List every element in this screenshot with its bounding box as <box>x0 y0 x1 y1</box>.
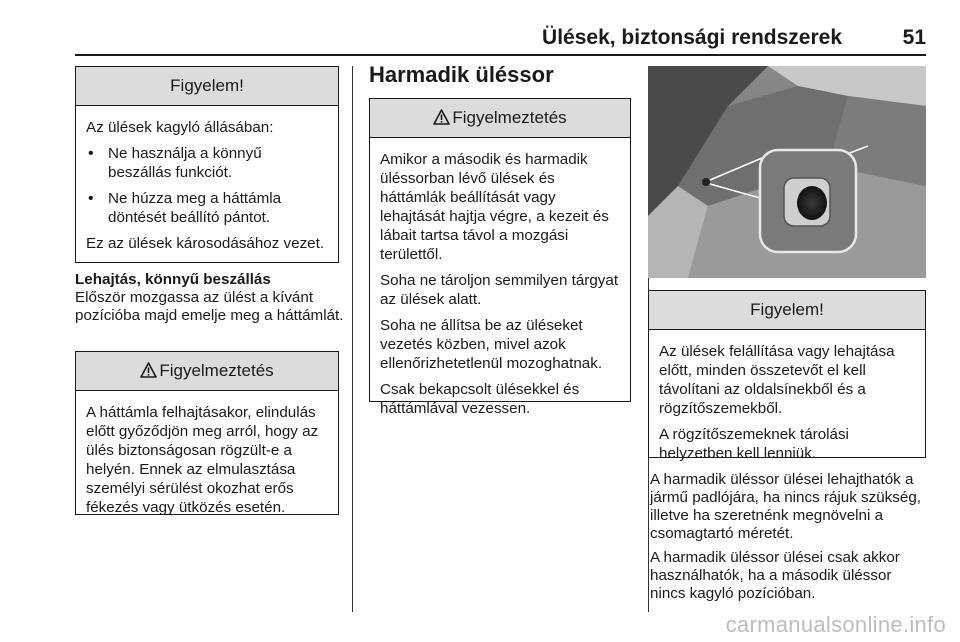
header-rule <box>75 54 926 56</box>
warning-heading: Figyelmeztetés <box>76 352 338 391</box>
easy-entry-section: Lehajtás, könnyű beszállás Először mozga… <box>75 271 347 325</box>
page-number: 51 <box>902 26 926 49</box>
notice-heading: Figyelem! <box>76 67 338 106</box>
warning-triangle-icon <box>433 109 451 125</box>
warning-box-backrest: Figyelmeztetés A háttámla felhajtásakor,… <box>75 351 339 516</box>
notice-bullet: Ne húzza meg a háttámla döntését beállít… <box>86 189 328 227</box>
warning-paragraph: Soha ne állítsa be az üléseket vezetés k… <box>380 317 603 372</box>
notice-outro: Ez az ülések károsodásához vezet. <box>86 235 325 252</box>
warning-heading-label: Figyelmeztetés <box>159 361 274 380</box>
subsection-heading: Lehajtás, könnyű beszállás <box>75 271 271 288</box>
section-title: Harmadik üléssor <box>369 62 554 87</box>
warning-heading: Figyelmeztetés <box>370 99 630 138</box>
warning-paragraph: Amikor a második és harmadik üléssorban … <box>380 151 609 263</box>
notice-box-seat-fold: Figyelem! Az ülések kagyló állásában: Ne… <box>75 66 339 263</box>
body-paragraph: Először mozgassa az ülést a kívánt pozíc… <box>75 289 344 324</box>
warning-paragraph: Soha ne tároljon semmilyen tárgyat az ül… <box>380 272 619 308</box>
column-divider-1 <box>352 66 353 612</box>
notice-heading: Figyelem! <box>649 291 925 330</box>
notice-bullet: Ne használja a könnyű beszállás funkciót… <box>86 144 328 182</box>
body-paragraph: A harmadik üléssor ülései lehajthatók a … <box>650 471 921 542</box>
trunk-illustration <box>648 66 926 278</box>
warning-heading-label: Figyelmeztetés <box>452 108 567 127</box>
warning-box-third-row: Figyelmeztetés Amikor a második és harma… <box>369 98 631 417</box>
third-row-text: A harmadik üléssor ülései lehajthatók a … <box>650 471 928 609</box>
notice-intro: Az ülések kagyló állásában: <box>86 119 274 136</box>
notice-paragraph: Az ülések felállítása vagy lehajtása elő… <box>659 343 895 417</box>
body-paragraph: A harmadik üléssor ülései csak akkor has… <box>650 549 900 602</box>
notice-box-rails: Figyelem! Az ülések felállítása vagy leh… <box>648 290 926 462</box>
trunk-interior-image <box>648 66 926 278</box>
warning-triangle-icon <box>140 362 158 378</box>
running-header-title: Ülések, biztonsági rendszerek <box>542 26 842 49</box>
warning-paragraph: Csak bekapcsolt ülésekkel és háttámlával… <box>380 381 580 417</box>
notice-paragraph: A rögzítőszemeknek tárolási helyzetben k… <box>659 426 849 462</box>
footer-watermark: carmanualsonline.info <box>725 612 946 637</box>
warning-text: A háttámla felhajtásakor, elindulás előt… <box>86 404 319 516</box>
